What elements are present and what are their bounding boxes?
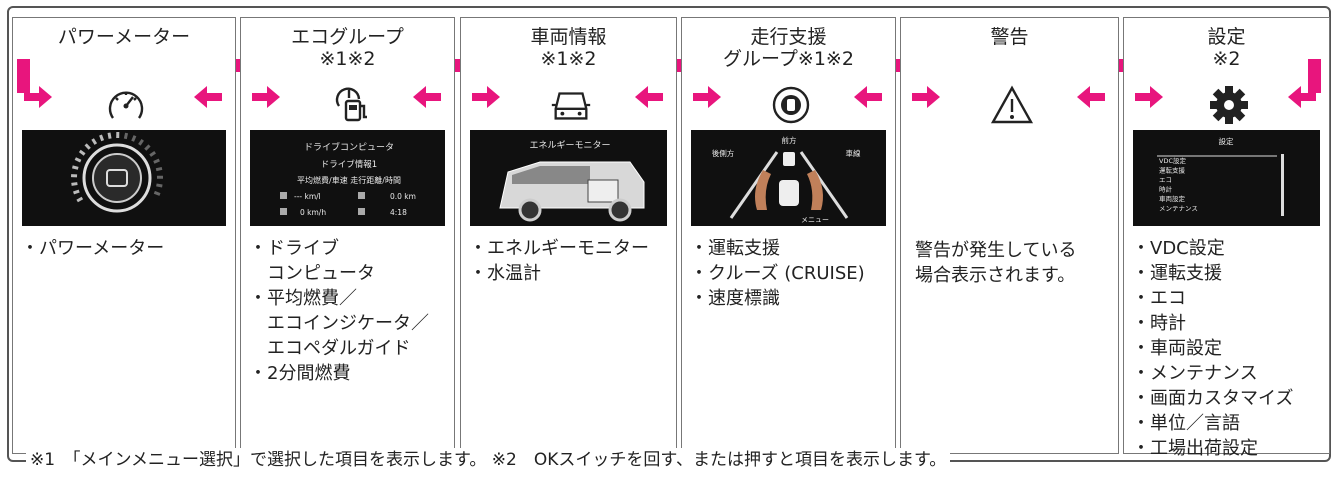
arrow-right-icon: [252, 86, 280, 108]
panel-item: ・平均燃費／: [249, 288, 357, 309]
warning-icon: [989, 82, 1035, 128]
arrow-right-icon: [912, 86, 940, 108]
screen-eco-speed: 0 km/h: [300, 208, 326, 217]
panel-item: ・運転支援: [690, 238, 780, 259]
panel-item: ・画面カスタマイズ: [1132, 388, 1294, 409]
panel-title: 走行支援 グループ※1※2: [682, 26, 895, 70]
screen-eco-line1: ドライブコンピュータ: [304, 141, 394, 153]
panel-item: ・エコ: [1132, 288, 1186, 309]
panel-item: ・メンテナンス: [1132, 363, 1258, 384]
screen-assist-lane: 車線: [846, 148, 861, 158]
screen-eco-line3: 平均燃費/車速 走行距離/時間: [297, 175, 401, 185]
panel-4: 走行支援 グループ※1※2 前方 後側方 車線 メニュー ・運転支援・クルーズ …: [681, 17, 896, 454]
arrow-left-icon: [413, 86, 441, 108]
arrow-left-icon: [1077, 86, 1105, 108]
panel-title-line2: ※1※2: [319, 48, 376, 70]
arrow-left-icon: [635, 86, 663, 108]
panel-title: 警告: [901, 26, 1118, 48]
car-icon: [548, 82, 594, 128]
band-right-end: [1308, 59, 1321, 93]
panel-screen: ドライブコンピュータ ドライブ情報1 平均燃費/車速 走行距離/時間 --- k…: [250, 130, 445, 226]
panel-item: ・ドライブ: [249, 238, 339, 259]
panel-screen: [22, 130, 226, 226]
panel-items: ・ドライブ コンピュータ・平均燃費／ エコインジケータ／ エコペダルガイド・2分…: [249, 236, 429, 386]
arrow-left-icon: [854, 86, 882, 108]
panel-title: エコグループ ※1※2: [241, 26, 454, 70]
screen-settings-item: 時計: [1159, 185, 1173, 194]
panel-1: パワーメーター ・パワーメーター: [12, 17, 236, 454]
panel-title-line2: グループ※1※2: [723, 48, 854, 70]
screen-vehicle-title: エネルギーモニター: [529, 140, 610, 151]
panel-item: ・時計: [1132, 313, 1186, 334]
gear-icon: [1206, 82, 1252, 128]
panel-items: ・運転支援・クルーズ (CRUISE) ・速度標識: [690, 236, 865, 311]
panel-screen: エネルギーモニター: [470, 130, 667, 226]
panel-title-line1: 設定: [1201, 26, 1252, 48]
panel-title: パワーメーター: [13, 26, 235, 48]
panel-item: 場合表示されます。: [915, 265, 1076, 286]
fuel-icon: [327, 82, 373, 128]
screen-eco-avg: --- km/l: [294, 192, 321, 201]
panel-item: ・2分間燃費: [249, 363, 351, 384]
screen-settings-item: エコ: [1159, 176, 1172, 184]
screen-settings-title: 設定: [1219, 136, 1235, 146]
panel-3: 車両情報 ※1※2 エネルギーモニター ・エネルギーモニター・水温計: [460, 17, 677, 454]
screen-assist-side: 後側方: [712, 148, 735, 158]
arrow-left-icon: [1288, 86, 1316, 108]
panel-5: 警告 警告が発生している場合表示されます。: [900, 17, 1119, 454]
panel-item: ・車両設定: [1132, 338, 1222, 359]
screen-settings-item: VDC設定: [1159, 156, 1186, 165]
panel-title: 車両情報 ※1※2: [461, 26, 676, 70]
arrow-right-icon: [24, 86, 52, 108]
screen-eco-dist: 0.0 km: [390, 192, 416, 201]
panel-item: 警告が発生している: [915, 240, 1077, 261]
panel-screen: 設定 VDC設定運転支援エコ時計車両設定メンテナンス: [1133, 130, 1320, 226]
screen-assist-menu: メニュー: [801, 216, 829, 224]
screen-eco-time: 4:18: [390, 208, 407, 217]
screen-settings-item: 運転支援: [1159, 166, 1186, 175]
band-left-end: [17, 59, 30, 93]
footnote: ※1 「メインメニュー選択」で選択した項目を表示します。 ※2 OKスイッチを回…: [26, 448, 951, 472]
panel-items: ・エネルギーモニター・水温計: [469, 236, 649, 286]
arrow-right-icon: [472, 86, 500, 108]
panel-6: 設定 ※2 設定 VDC設定運転支援エコ時計車両設定メンテナンス・VDC設定・運…: [1123, 17, 1330, 459]
panel-title: 設定 ※2: [1124, 26, 1329, 70]
panel-2: エコグループ ※1※2 ドライブコンピュータ ドライブ情報1 平均燃費/車速 走…: [240, 17, 455, 454]
panel-item: ・水温計: [469, 263, 541, 284]
driving-assist-icon: [768, 82, 814, 128]
arrow-left-icon: [194, 86, 222, 108]
panel-title-line1: エコグループ: [285, 26, 410, 48]
arrow-right-icon: [1135, 86, 1163, 108]
screen-eco-line2: ドライブ情報1: [321, 159, 377, 170]
panel-screen: 前方 後側方 車線 メニュー: [691, 130, 886, 226]
panel-item: ・VDC設定: [1132, 238, 1225, 259]
panel-item: ・単位／言語: [1132, 413, 1240, 434]
panel-title-line1: パワーメーター: [51, 26, 197, 48]
panel-item: エコペダルガイド: [249, 338, 411, 359]
panel-item: ・パワーメーター: [21, 238, 165, 259]
panel-item: エコインジケータ／: [249, 313, 429, 334]
panel-item: ・運転支援: [1132, 263, 1222, 284]
arrow-right-icon: [693, 86, 721, 108]
panel-items: ・VDC設定・運転支援・エコ・時計・車両設定・メンテナンス・画面カスタマイズ・単…: [1132, 236, 1293, 461]
panel-items: ・パワーメーター: [21, 236, 164, 261]
panel-title-line1: 走行支援: [744, 26, 833, 48]
panel-title-line1: 警告: [984, 26, 1035, 48]
panel-items: 警告が発生している場合表示されます。: [915, 238, 1076, 288]
panel-item: ・クルーズ (CRUISE): [690, 263, 865, 284]
screen-settings-item: メンテナンス: [1159, 205, 1198, 213]
screen-settings-item: 車両設定: [1159, 194, 1186, 203]
panel-item: ・エネルギーモニター: [469, 238, 649, 259]
panel-item: ・工場出荷設定: [1132, 438, 1258, 459]
panel-title-line2: ※2: [1212, 48, 1241, 70]
panel-title-line1: 車両情報: [524, 26, 613, 48]
screen-assist-front: 前方: [782, 135, 797, 145]
panel-title-line2: ※1※2: [540, 48, 597, 70]
panel-item: ・速度標識: [690, 288, 780, 309]
panel-item: コンピュータ: [249, 263, 375, 284]
gauge-icon: [103, 82, 149, 128]
